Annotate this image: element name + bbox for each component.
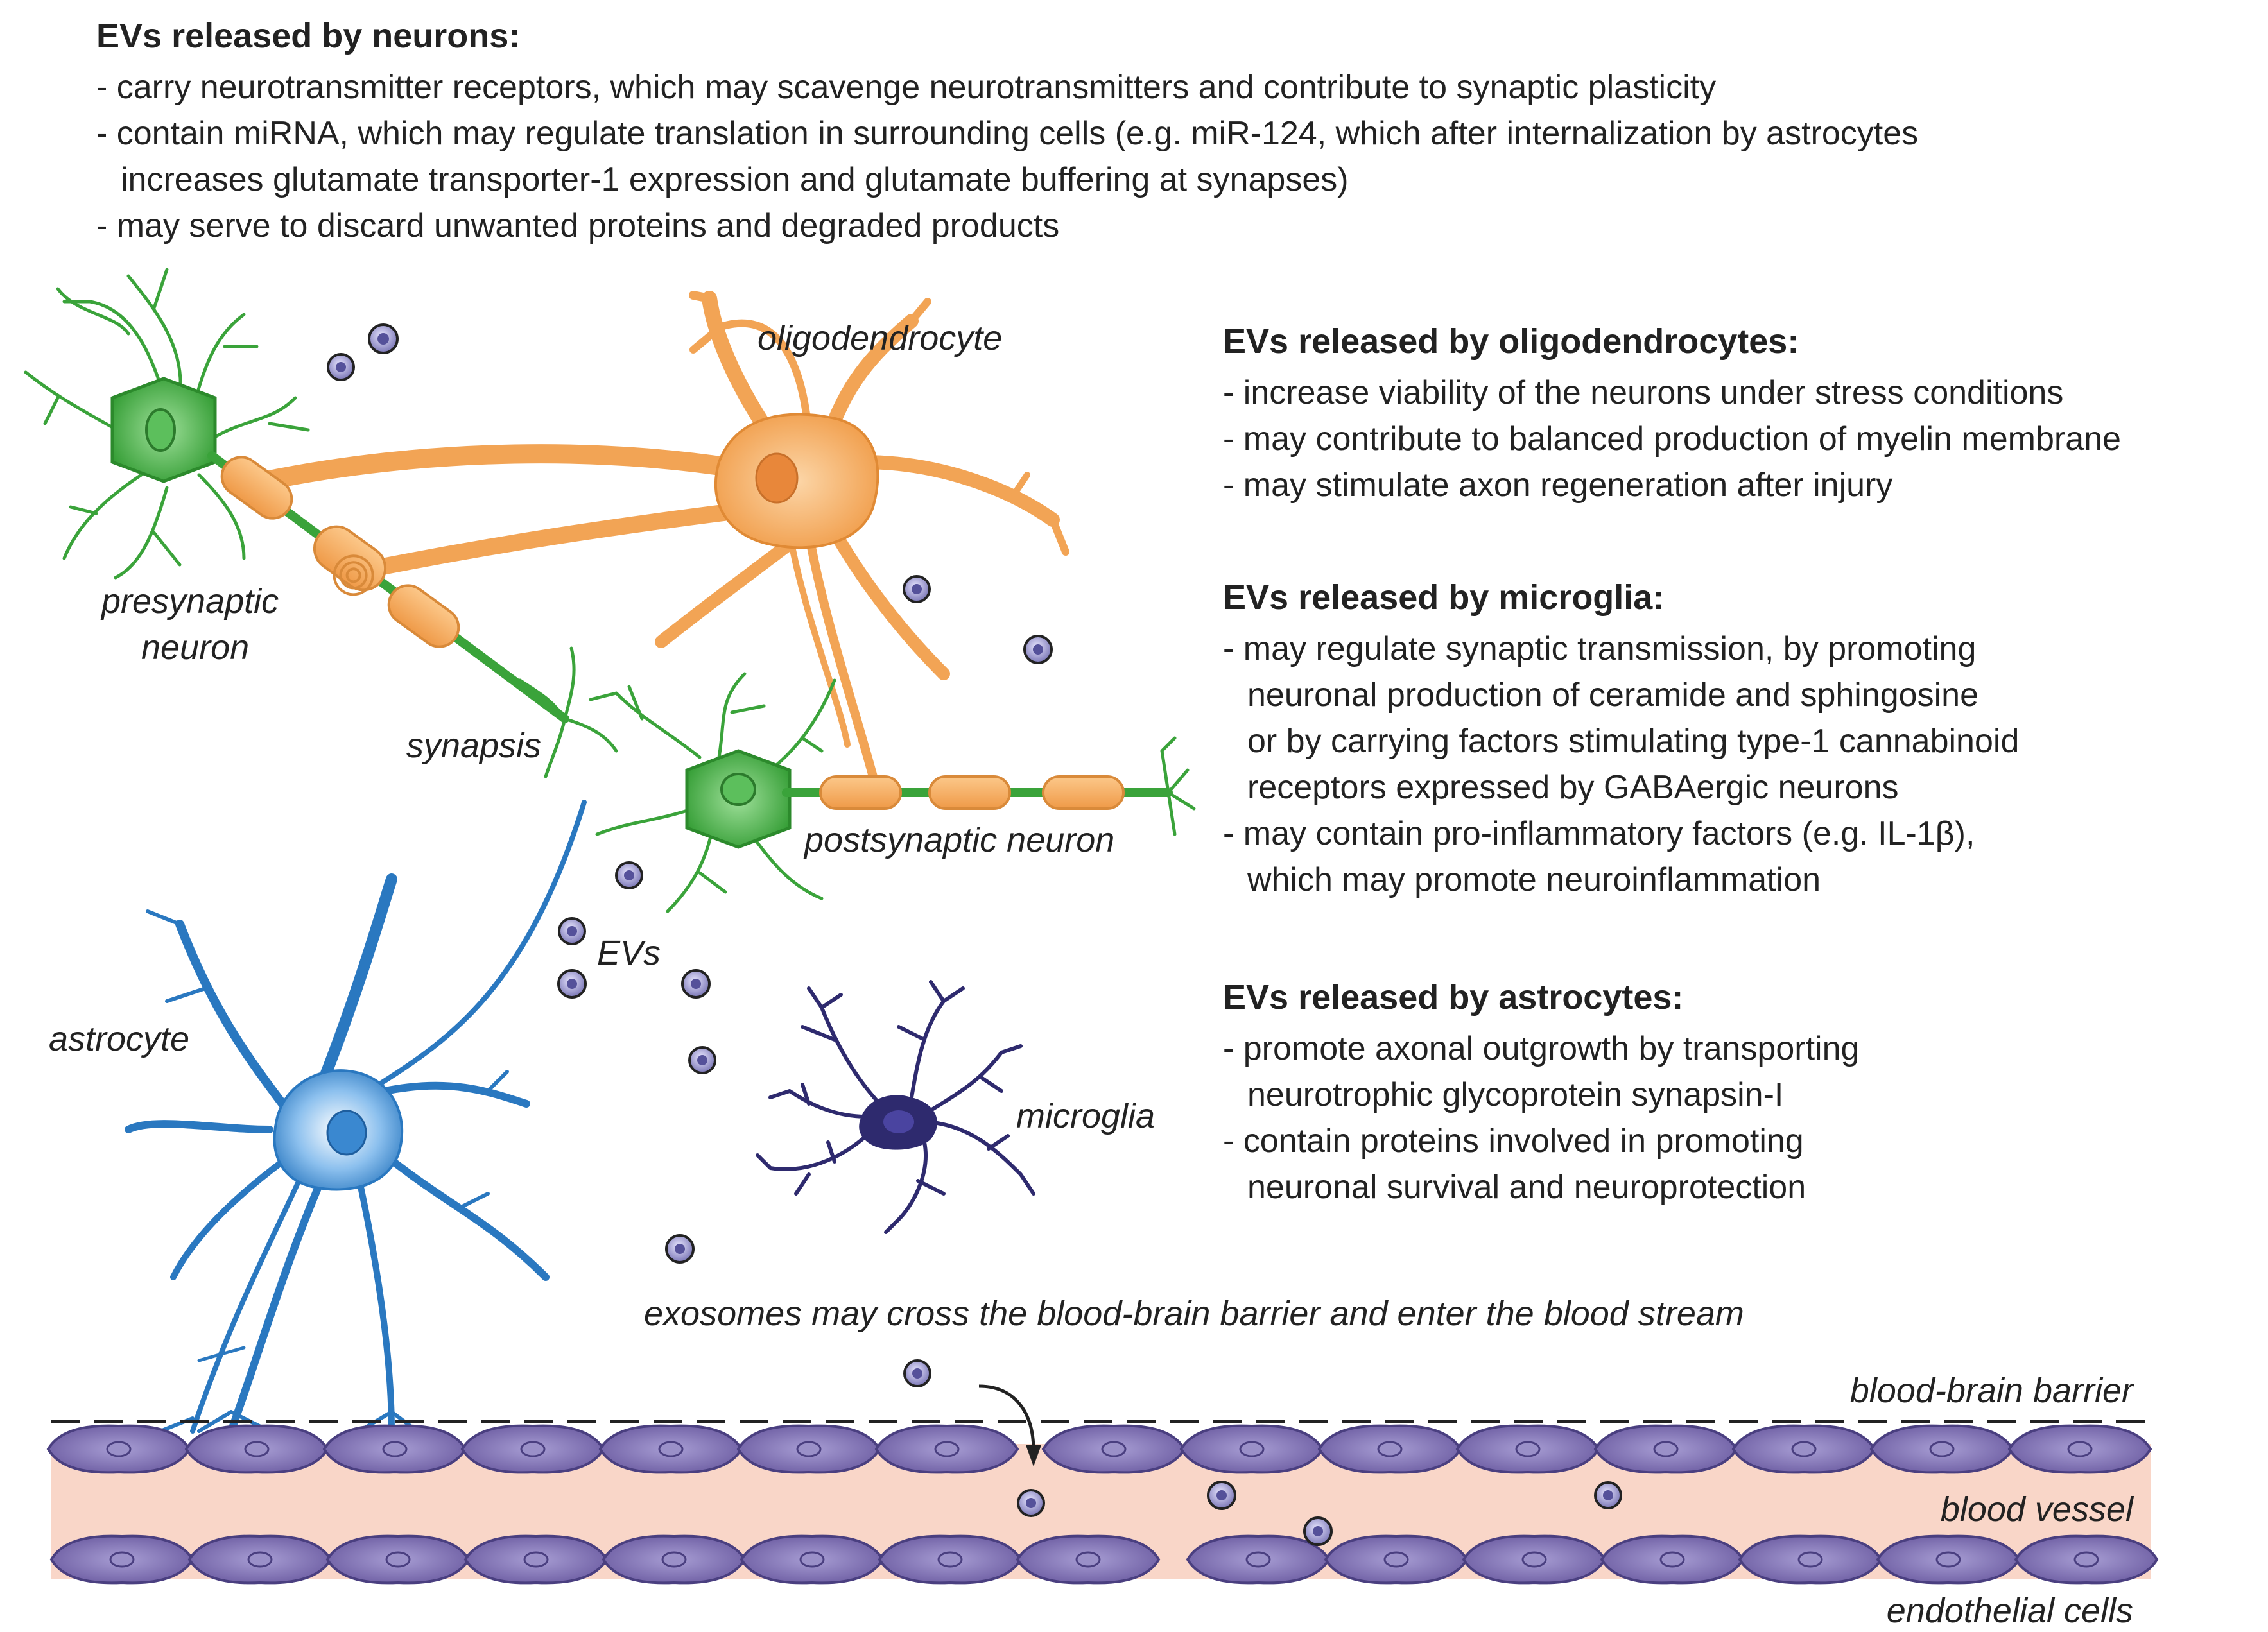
ev-particles — [327, 323, 1622, 1546]
neurons-line: - carry neurotransmitter receptors, whic… — [96, 69, 1717, 106]
presynaptic-label-line1: presynaptic — [100, 582, 279, 621]
oligodendrocytes-line: - may contribute to balanced production … — [1223, 420, 2121, 458]
astrocytes-title: EVs released by astrocytes: — [1223, 978, 1684, 1017]
astrocyte-label: astrocyte — [49, 1020, 189, 1058]
neurons-info: EVs released by neurons: - carry neurotr… — [96, 13, 1918, 249]
oligodendrocyte — [254, 291, 1069, 781]
presynaptic-label-line2: neuron — [141, 628, 249, 667]
evs-label: EVs — [597, 934, 661, 972]
microglia-body — [859, 1095, 937, 1150]
synapsis-label: synapsis — [406, 726, 541, 765]
crossing-arrow — [978, 1384, 1041, 1466]
microglia-line: or by carrying factors stimulating type-… — [1247, 723, 2020, 760]
astrocytes-line: - promote axonal outgrowth by transporti… — [1223, 1030, 1860, 1067]
ev-particle — [681, 969, 711, 999]
neurons-line: - contain miRNA, which may regulate tran… — [96, 115, 1919, 152]
astrocytes-info: EVs released by astrocytes: - promote ax… — [1223, 974, 1859, 1210]
astrocytes-line: neurotrophic glycoprotein synapsin-I — [1247, 1076, 1784, 1113]
blood-brain-barrier-label: blood-brain barrier — [1850, 1371, 2134, 1410]
microglia-line: which may promote neuroinflammation — [1247, 861, 1821, 898]
exosomes-label: exosomes may cross the blood-brain barri… — [644, 1294, 1744, 1333]
astrocytes-line: - contain proteins involved in promoting — [1223, 1122, 1804, 1160]
ev-particle — [558, 917, 586, 945]
microglia — [756, 980, 1035, 1234]
endothelial-cells-label: endothelial cells — [1887, 1592, 2133, 1630]
presynaptic-neuron — [24, 268, 618, 778]
ev-particle — [688, 1046, 716, 1074]
astrocyte-body — [273, 1069, 404, 1191]
oligodendrocyte-body — [714, 413, 879, 549]
microglia-line: - may contain pro-inflammatory factors (… — [1223, 815, 1975, 852]
ev-particle — [1017, 1489, 1045, 1517]
ev-particle — [327, 353, 355, 381]
ev-particle — [615, 861, 643, 889]
microglia-line: - may regulate synaptic transmission, by… — [1223, 630, 1977, 667]
microglia-line: neuronal production of ceramide and sphi… — [1247, 676, 1978, 714]
postsynaptic-label: postsynaptic neuron — [803, 821, 1114, 859]
ev-particle — [1594, 1481, 1622, 1509]
endothelial-cells-top — [47, 1424, 2152, 1474]
neurons-title: EVs released by neurons: — [96, 17, 521, 55]
ev-particle — [1023, 635, 1053, 664]
ev-particle — [368, 323, 399, 354]
astrocytes-line: neuronal survival and neuroprotection — [1247, 1169, 1806, 1206]
oligodendrocytes-line: - may stimulate axon regeneration after … — [1223, 467, 1893, 504]
microglia-title: EVs released by microglia: — [1223, 578, 1665, 617]
ev-particle — [1207, 1481, 1236, 1510]
ev-particle — [665, 1234, 695, 1264]
ev-particle — [903, 575, 931, 603]
endothelial-cells-bottom — [50, 1534, 2158, 1585]
microglia-label: microglia — [1016, 1097, 1155, 1135]
neurons-line: increases glutamate transporter-1 expres… — [121, 161, 1349, 198]
postsynaptic-neuron — [589, 672, 1196, 913]
ev-particle — [557, 969, 587, 999]
blood-vessel-label: blood vessel — [1941, 1490, 2134, 1529]
oligodendrocyte-label: oligodendrocyte — [757, 319, 1002, 357]
ev-particle — [903, 1359, 931, 1387]
oligodendrocytes-line: - increase viability of the neurons unde… — [1223, 374, 2064, 411]
neurons-line: - may serve to discard unwanted proteins… — [96, 207, 1060, 245]
microglia-line: receptors expressed by GABAergic neurons — [1247, 769, 1899, 806]
microglia-info: EVs released by microglia: - may regulat… — [1223, 574, 2019, 903]
oligodendrocytes-title: EVs released by oligodendrocytes: — [1223, 322, 1799, 361]
oligodendrocytes-info: EVs released by oligodendrocytes: - incr… — [1223, 318, 2121, 508]
astrocyte — [125, 800, 587, 1435]
ev-particle — [1303, 1516, 1333, 1546]
